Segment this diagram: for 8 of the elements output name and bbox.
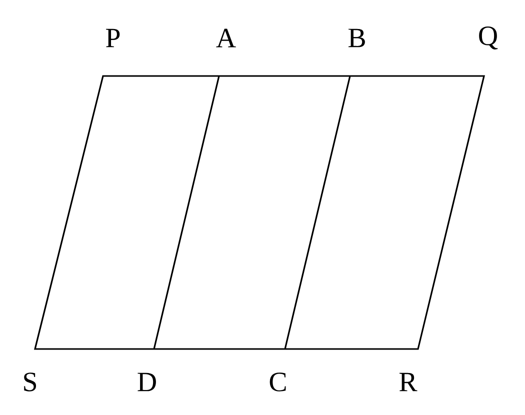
point-label: S: [24, 372, 36, 392]
point-label: B: [348, 28, 365, 48]
point-label: D: [138, 372, 156, 392]
point-label: P: [106, 28, 120, 48]
point-label: A: [216, 28, 236, 48]
point-label: R: [400, 372, 418, 392]
point-label: C: [270, 372, 286, 392]
point-label: Q: [479, 26, 498, 50]
